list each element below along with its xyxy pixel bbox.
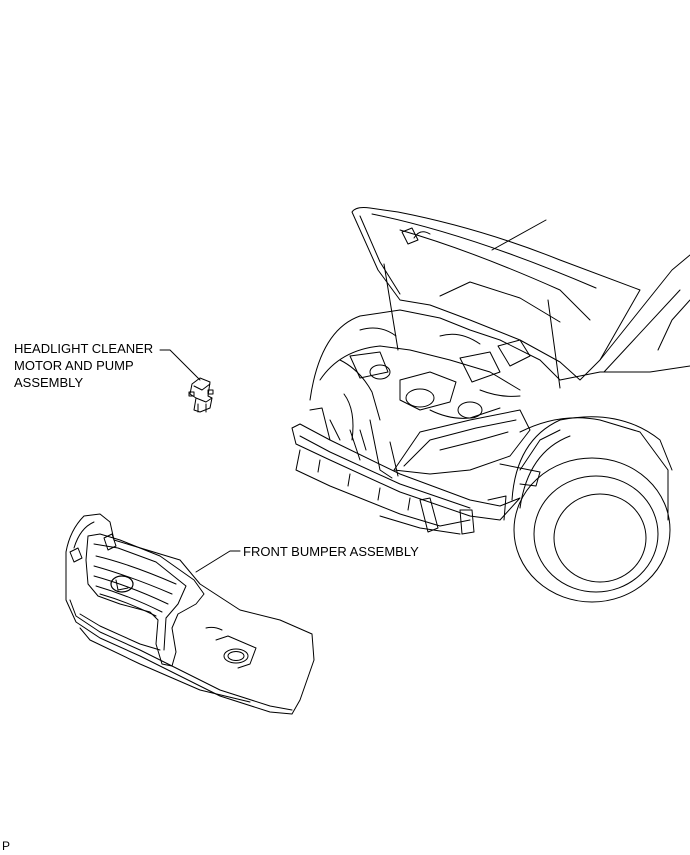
figure-code: P — [2, 839, 11, 853]
headlight-cleaner-label: HEADLIGHT CLEANER MOTOR AND PUMP ASSEMBL… — [14, 340, 153, 391]
front-bumper-label: FRONT BUMPER ASSEMBLY — [243, 544, 419, 559]
headlight-cleaner-label-line2: MOTOR AND PUMP — [14, 358, 134, 373]
headlight-cleaner-motor-drawing — [159, 349, 214, 413]
vehicle-front-drawing — [291, 207, 690, 603]
front-bumper-drawing — [65, 513, 315, 715]
headlight-cleaner-label-line1: HEADLIGHT CLEANER — [14, 341, 154, 356]
headlight-cleaner-label-line3: ASSEMBLY — [14, 375, 84, 390]
